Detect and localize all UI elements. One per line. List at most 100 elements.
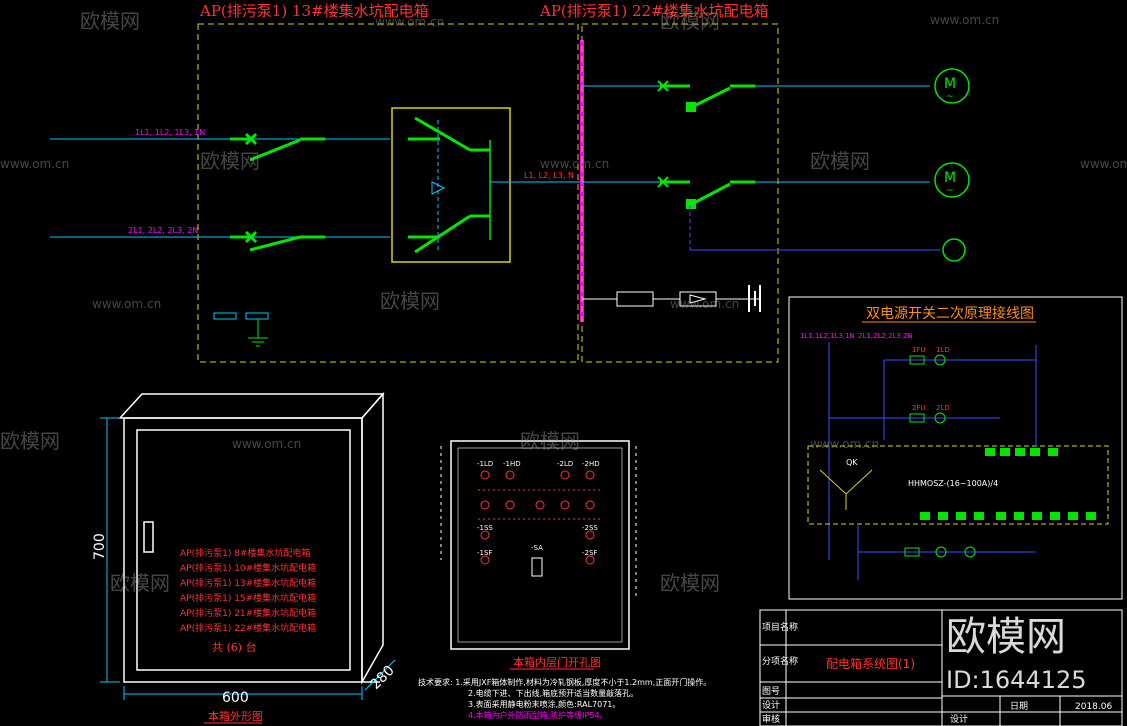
cabinet-list-item: AP(排污泵1) 15#楼集水坑配电箱 (180, 592, 316, 604)
svg-text:2FU: 2FU (912, 404, 926, 412)
date-value: 2018.06 (1075, 702, 1112, 712)
cabinet-list-item: AP(排污泵1) 13#楼集水坑配电箱 (180, 577, 316, 589)
dim-height: 700 (92, 533, 108, 560)
outline-title: 本箱外形图 (208, 709, 263, 723)
tech-note-line: 3.表面采用静电粉末喷涂,颜色:RAL7071。 (468, 699, 620, 709)
svg-text:M: M (944, 170, 956, 186)
cabinet-list-item: AP(排污泵1) 22#楼集水坑配电箱 (180, 622, 316, 634)
door-symbol-label: -2SF (582, 549, 597, 557)
dim-depth: 280 (368, 663, 398, 693)
tech-note-line: 2.电缆下进、下出线,箱底预开适当数量敲落孔。 (468, 688, 638, 698)
terminal-row-bottom (920, 512, 1096, 520)
door-symbol-label: -1SS (477, 524, 493, 532)
selector-switch-icon (531, 557, 543, 577)
outgoing-breaker-2 (582, 176, 930, 209)
dim-width: 600 (222, 690, 249, 706)
earthing-symbol (213, 312, 269, 347)
motor-icon-1: M ~ (934, 68, 970, 104)
svg-text:2LD: 2LD (936, 404, 950, 412)
watermark-site: www.om.cn (0, 157, 69, 171)
watermark-site: www.om.cn (930, 13, 999, 27)
cabinet-list-item: AP(排污泵1) 8#楼集水坑配电箱 (180, 547, 310, 559)
breaker-2 (230, 230, 325, 252)
cabinet-list: AP(排污泵1) 8#楼集水坑配电箱 AP(排污泵1) 10#楼集水坑配电箱 AP(… (180, 547, 316, 634)
line2-label: 2L1, 2L2, 2L3, 2N (128, 226, 198, 235)
door-symbol-label: -2HD (582, 460, 600, 468)
watermark-site: www.om.cn (232, 437, 301, 451)
door-panel: -1LD -1HD -2LD -2HD -1SS -1SF -2SS -2SF -SA (440, 440, 637, 650)
watermark-brand: 欧模网 (110, 571, 170, 595)
title-block-row-label: 审核 (762, 713, 780, 725)
door-indicator-row-2 (480, 500, 595, 510)
tech-notes: 技术要求: 1.采用JXF箱体制作,材料为冷轧钢板,厚度不小于1.2mm,正面开… (418, 677, 711, 720)
dual-title: 双电源开关二次原理接线图 (866, 305, 1034, 322)
watermark-site: www.om.cn (810, 437, 879, 451)
door-symbol-label: -SA (531, 544, 543, 552)
watermark-brand: 欧模网 (520, 429, 580, 453)
svg-text:1FU: 1FU (912, 346, 926, 354)
door-indicator-row-1 (480, 470, 595, 480)
bus-label: L1, L2, L3, N (524, 171, 574, 180)
terminal-row-top (985, 448, 1058, 456)
indicator-chain (582, 285, 761, 312)
box22-schematic: AP(排污泵1) 22#楼集水坑配电箱 (539, 2, 970, 363)
watermark-brand: 欧模网 (200, 149, 260, 173)
date-label: 日期 (1010, 701, 1028, 712)
ats-switch (391, 107, 511, 263)
watermark-id: ID:1644125 (946, 666, 1087, 694)
cabinet-count: 共 (6) 台 (212, 640, 257, 654)
drawing-name: 配电箱系统图(1) (826, 656, 915, 671)
title-block-row-label: 项目名称 (762, 621, 798, 633)
svg-text:1L1,1L2,1L3,1N: 1L1,1L2,1L3,1N (800, 332, 855, 340)
title-block-row-label: 图号 (762, 686, 780, 697)
svg-text:~: ~ (946, 92, 954, 102)
svg-text:~: ~ (946, 186, 954, 196)
outgoing-breaker-1 (582, 80, 930, 112)
watermark-brand: 欧模网 (660, 9, 720, 33)
door-symbol-label: -2LD (557, 460, 573, 468)
tech-note-line: 技术要求: 1.采用JXF箱体制作,材料为冷轧钢板,厚度不小于1.2mm,正面开… (418, 677, 711, 687)
breaker-1 (230, 132, 325, 162)
door-symbol-label: -1SF (477, 549, 492, 557)
watermark-site: www.om.cn (670, 297, 739, 311)
watermark-site: www.om.cn (1080, 157, 1127, 171)
box22-title: AP(排污泵1) 22#楼集水坑配电箱 (539, 2, 769, 20)
title-block (759, 609, 1123, 726)
watermark-brand: 欧模网 (80, 9, 140, 33)
tech-note-line: 4.本箱为户外防雨型箱,防护等级IP54。 (468, 710, 608, 720)
dual-power-diagram: 双电源开关二次原理接线图 1L1,1L2,1L3,1N 2L1,2L2,2L3,… (788, 296, 1123, 600)
box13-title: AP(排污泵1) 13#楼集水坑配电箱 (199, 2, 429, 20)
svg-text:2L1,2L2,2L3,2N: 2L1,2L2,2L3,2N (858, 332, 913, 340)
line1-label: 1L1, 1L2, 1L3, 1N (135, 128, 205, 137)
door-button-row (480, 530, 595, 565)
title-block-row-label: 设计 (762, 699, 780, 711)
cabinet-list-item: AP(排污泵1) 21#楼集水坑配电箱 (180, 607, 316, 619)
door-symbol-label: -2SS (582, 524, 598, 532)
switch-model: HHMOSZ-(16~100A)/4 (908, 479, 998, 488)
title-block-row-label: 分项名称 (762, 655, 798, 667)
svg-text:M: M (944, 76, 956, 92)
door-symbol-label: -1LD (477, 460, 493, 468)
watermark-site: www.om.cn (92, 297, 161, 311)
spare-circle (942, 238, 966, 262)
watermark-brand: 欧模网 (660, 571, 720, 595)
watermark-brand: 欧模网 (0, 429, 60, 453)
door-title: 本箱内层门开孔图 (513, 655, 601, 669)
designer-label: 设计 (950, 713, 968, 725)
watermark-site: www.om.cn (375, 15, 444, 29)
cabinet-list-item: AP(排污泵1) 10#楼集水坑配电箱 (180, 562, 316, 574)
watermark-site: www.om.cn (540, 157, 609, 171)
watermark-brand: 欧模网 (810, 149, 870, 173)
motor-icon-2: M ~ (934, 162, 970, 198)
box13-schematic: AP(排污泵1) 13#楼集水坑配电箱 1L1, 1L2, 1L3, 1N 2L… (50, 2, 582, 363)
qk-label: QK (846, 458, 858, 467)
watermark-brand: 欧模网 (380, 289, 440, 313)
cabinet-outline (118, 392, 385, 685)
svg-text:1LD: 1LD (936, 346, 950, 354)
door-symbol-label: -1HD (503, 460, 521, 468)
dimensions (100, 417, 396, 700)
watermark-brand-large: 欧模网 (946, 614, 1066, 660)
